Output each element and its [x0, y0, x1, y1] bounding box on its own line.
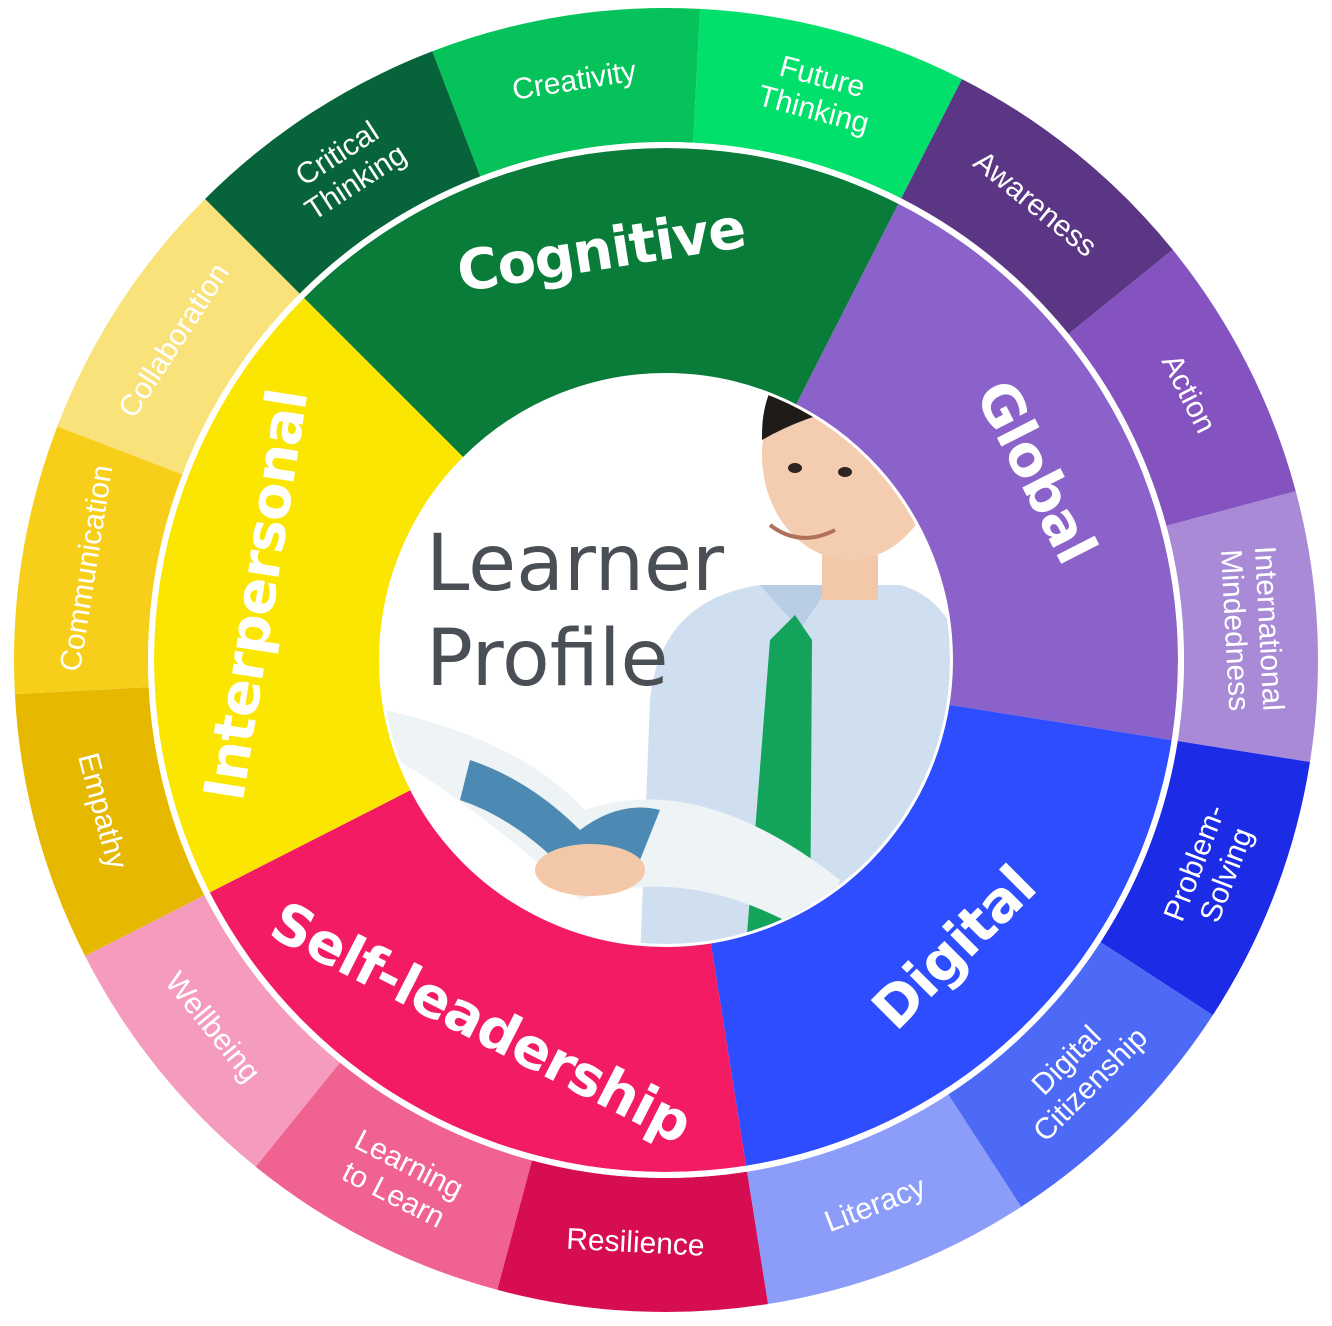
domain-segment-cognitive [303, 148, 899, 460]
skill-segment-literacy [747, 1094, 1022, 1304]
skill-segment-problem-solving [1100, 741, 1310, 1016]
domain-segment-interpersonal [154, 297, 466, 893]
domain-segment-global [794, 203, 1178, 741]
skill-label-line: Resilience [565, 1223, 705, 1263]
domain-segment-digital [710, 704, 1172, 1166]
skill-segment-awareness [901, 79, 1173, 335]
domain-segment-self-leadership [209, 788, 747, 1172]
skill-segment-empathy [14, 687, 205, 957]
skill-label-international-mindedness: InternationalMindedness [1214, 545, 1290, 713]
skill-segment-digital-citizenship [948, 942, 1213, 1207]
skill-label-resilience: Resilience [565, 1223, 705, 1263]
skill-segment-communication [14, 426, 183, 695]
domains-ring: CognitiveGlobalDigitalSelf-leadershipInt… [148, 142, 1184, 1178]
skill-segment-future-thinking [693, 8, 963, 199]
ring-separator [148, 142, 1184, 1178]
skill-segment-resilience [497, 1160, 768, 1312]
skill-segment-critical-thinking [204, 51, 481, 294]
skill-segment-action [1068, 249, 1296, 526]
center-title-line1: Learner [426, 519, 725, 609]
center-title-line2: Profile [426, 614, 669, 704]
skill-segment-learning-to-learn [255, 1062, 532, 1290]
skill-segment-creativity [432, 8, 701, 177]
skill-segment-collaboration [57, 198, 300, 475]
skill-segment-wellbeing [85, 895, 341, 1167]
skill-segment-international-mindedness [1166, 491, 1318, 762]
